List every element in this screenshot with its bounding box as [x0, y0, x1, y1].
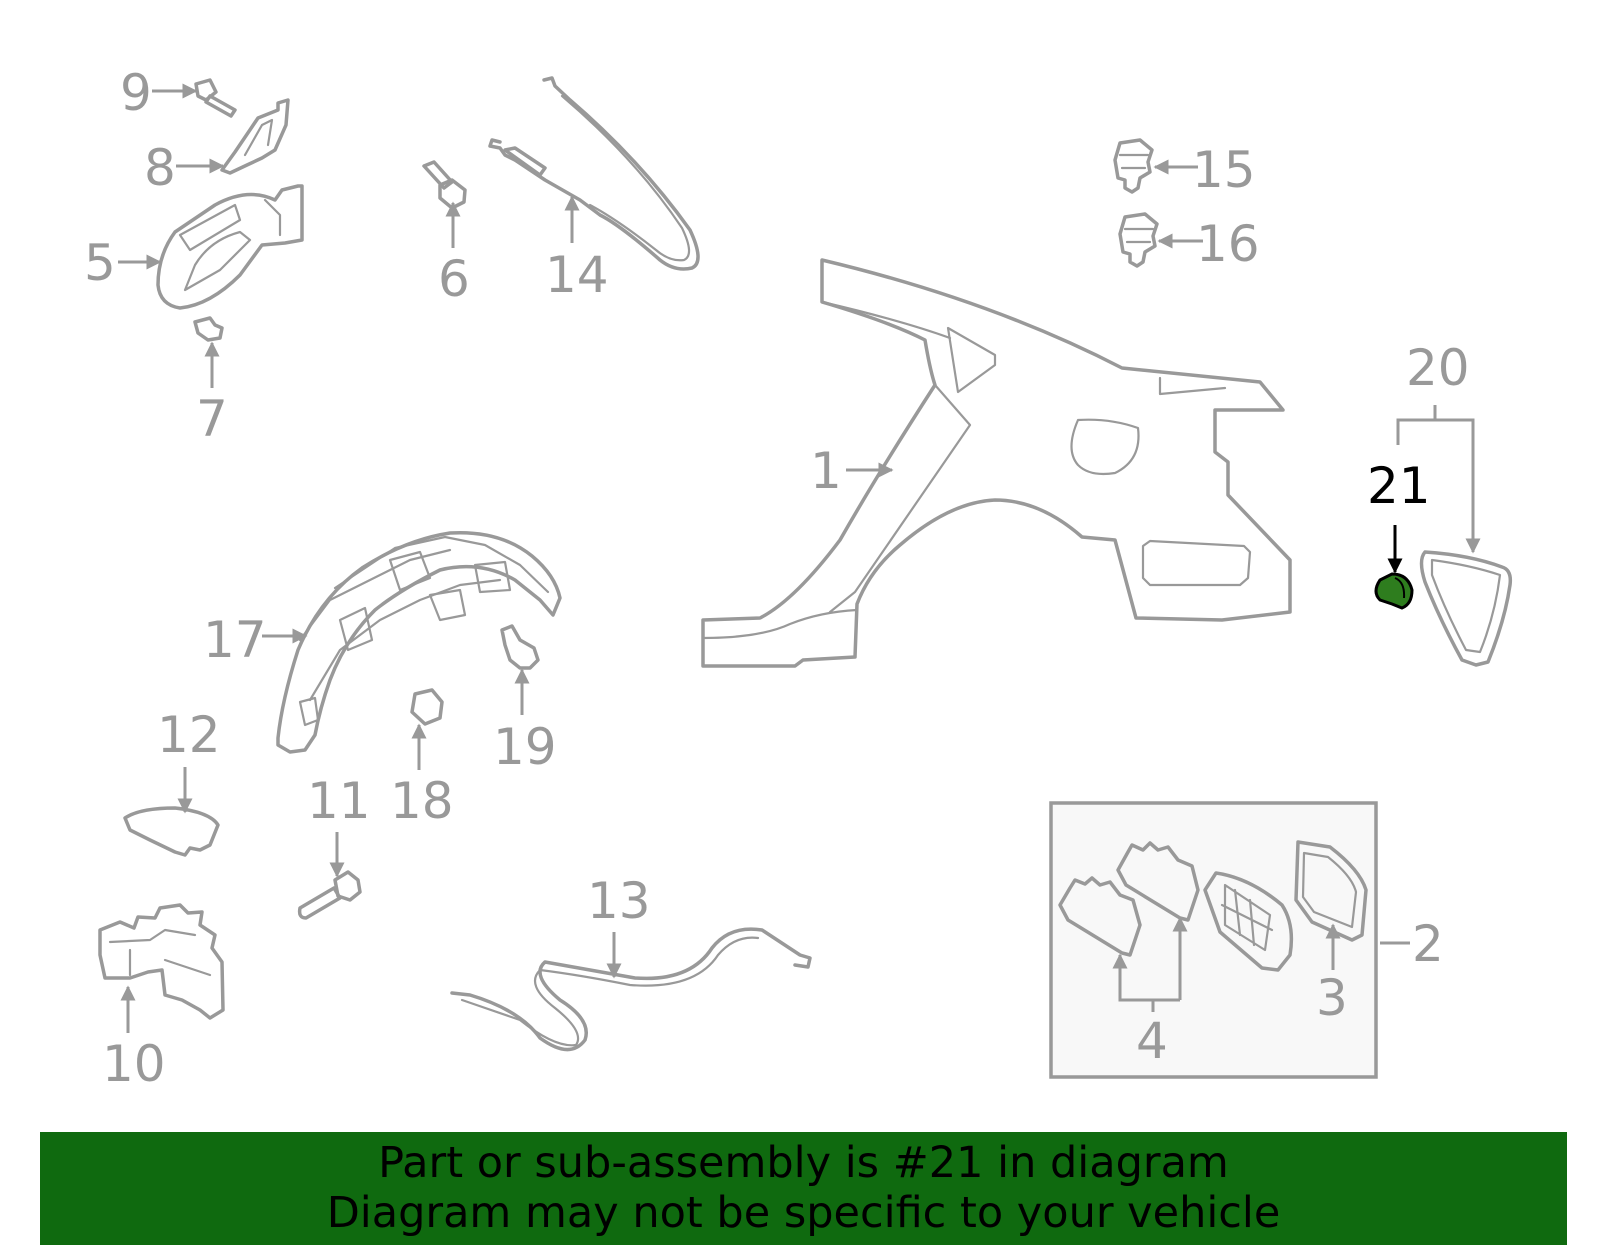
- callout-5: 5: [84, 234, 116, 292]
- callout-8: 8: [144, 139, 176, 197]
- part-19-push-clip[interactable]: [500, 624, 540, 670]
- callout-12: 12: [157, 706, 221, 764]
- callout-21-highlighted: 21: [1367, 457, 1431, 515]
- callout-14: 14: [545, 246, 609, 304]
- part-12-cover[interactable]: [123, 806, 220, 857]
- banner-line-2: Diagram may not be specific to your vehi…: [326, 1188, 1281, 1238]
- callout-16: 16: [1196, 215, 1260, 273]
- callout-18: 18: [390, 772, 454, 830]
- callout-13: 13: [587, 872, 651, 930]
- callout-3: 3: [1316, 969, 1348, 1027]
- callout-15: 15: [1192, 141, 1256, 199]
- part-9-screw[interactable]: [194, 78, 237, 118]
- leader-lines: [118, 83, 1481, 1033]
- callout-6: 6: [438, 250, 470, 308]
- part-6-bolt[interactable]: [422, 160, 467, 210]
- callout-11: 11: [307, 772, 371, 830]
- part-10-bracket[interactable]: [98, 903, 225, 1020]
- part-5-fuel-housing[interactable]: [156, 184, 304, 310]
- callout-1: 1: [810, 442, 842, 500]
- part-4-clips[interactable]: [1058, 841, 1200, 957]
- part-13-cable[interactable]: [450, 927, 812, 1052]
- banner-line-1: Part or sub-assembly is #21 in diagram: [378, 1138, 1229, 1188]
- part-7-clip[interactable]: [193, 316, 224, 342]
- part-1-quarter-panel[interactable]: [701, 258, 1292, 668]
- part-20-fuel-door[interactable]: [1419, 550, 1513, 667]
- part-grille: [1203, 871, 1294, 972]
- part-17-wheel-liner[interactable]: [276, 530, 562, 754]
- part-14-cable[interactable]: [488, 76, 700, 271]
- callout-19: 19: [493, 718, 557, 776]
- callout-9: 9: [120, 64, 152, 122]
- part-8-bracket[interactable]: [220, 98, 290, 175]
- part-21-bumper-highlighted[interactable]: [1374, 572, 1414, 610]
- part-11-bolt[interactable]: [297, 870, 362, 920]
- callout-7: 7: [196, 390, 228, 448]
- callout-4: 4: [1136, 1012, 1168, 1070]
- part-16-clip[interactable]: [1118, 212, 1159, 268]
- part-2-assembly-box[interactable]: [1049, 801, 1378, 1079]
- info-banner: Part or sub-assembly is #21 in diagram D…: [40, 1132, 1567, 1245]
- callout-17: 17: [203, 611, 267, 669]
- callout-2: 2: [1412, 915, 1444, 973]
- part-15-clip[interactable]: [1113, 138, 1154, 194]
- callout-10: 10: [102, 1035, 166, 1093]
- callout-labels: 1 2 3 4 5 6 7 8 9 10 11 12 13 14 15 16 1…: [84, 64, 1470, 1093]
- part-18-nut[interactable]: [410, 688, 444, 726]
- callout-20: 20: [1406, 339, 1470, 397]
